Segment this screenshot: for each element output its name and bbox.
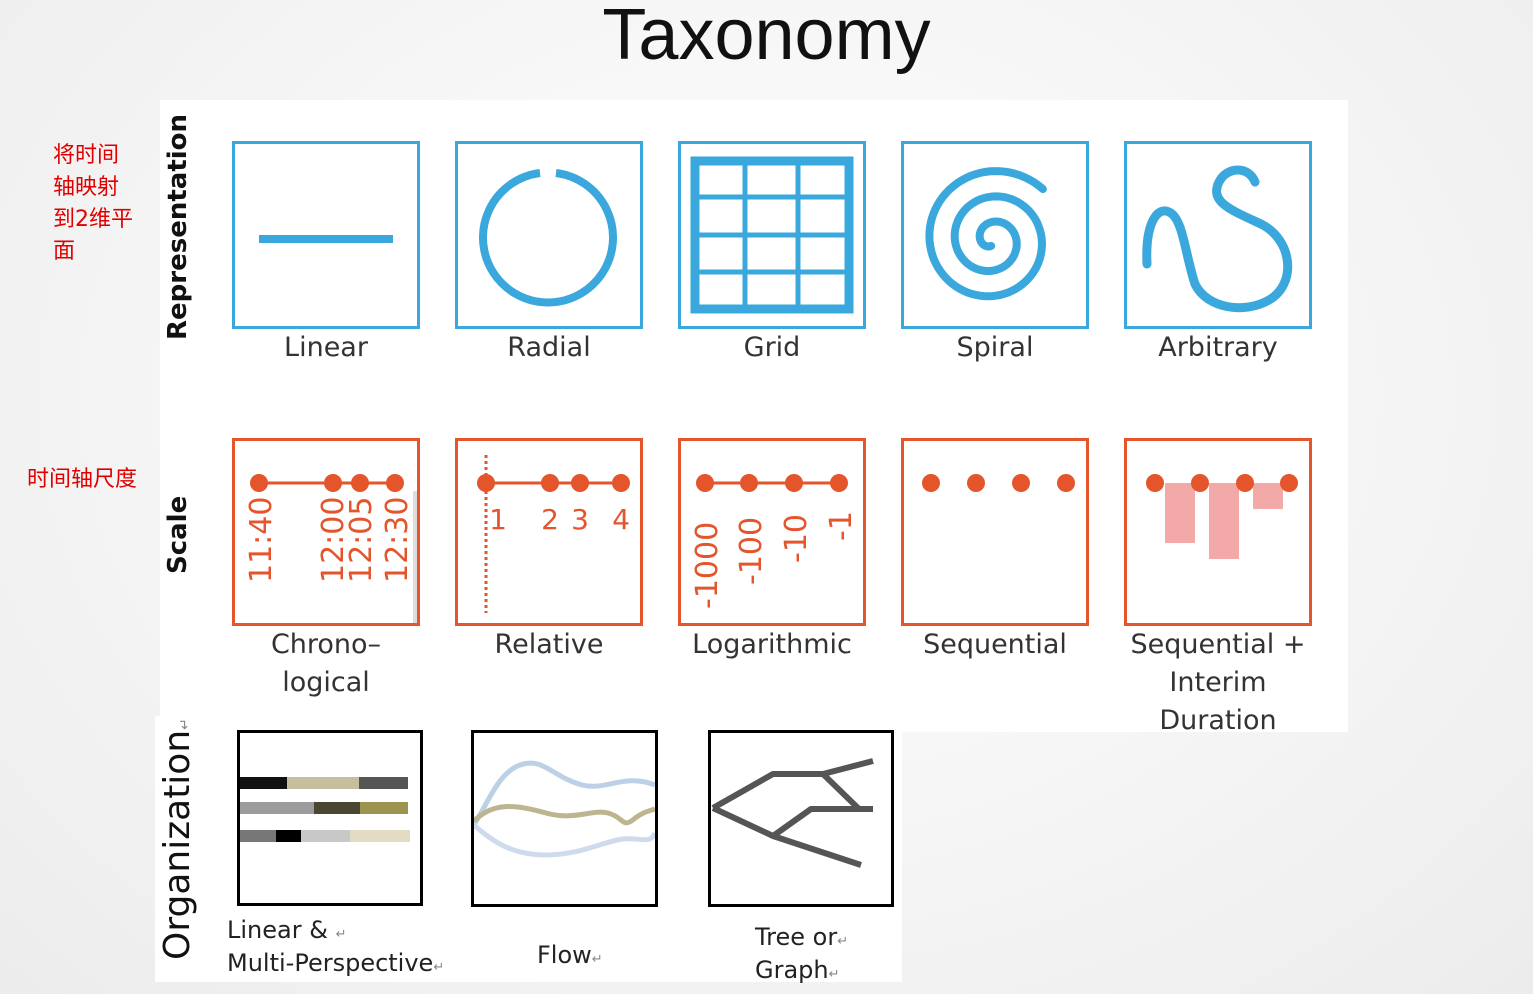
tick-label: -100: [734, 517, 769, 585]
axis-point: [1146, 474, 1164, 492]
label-line: Tree or: [755, 923, 838, 951]
label-line: Chrono–: [270, 629, 382, 660]
tick-label: 3: [571, 503, 589, 536]
axis-point: [922, 474, 940, 492]
organization-label-linear-multi-perspective: Linear & ↵ Multi-Perspective↵: [227, 916, 444, 982]
representation-tile-grid: [678, 141, 866, 329]
scale-label-sequential: Sequential: [923, 629, 1067, 660]
label-line: Duration: [1159, 705, 1277, 736]
sequential-points-icon: [922, 474, 1075, 492]
axis-point: [250, 474, 268, 492]
tick-label: 1: [489, 503, 507, 536]
organization-heading: Organization↵: [157, 718, 198, 960]
linear-line-icon: [259, 235, 393, 243]
radial-circle-icon: [479, 169, 617, 307]
scale-tile-relative: 1 2 3 4: [455, 438, 643, 626]
axis-point: [1191, 474, 1209, 492]
axis-point: [967, 474, 985, 492]
organization-label-flow: Flow↵: [537, 941, 603, 974]
organization-label-tree-graph: Tree or↵ Graph↵: [755, 923, 848, 989]
axis-point: [571, 474, 589, 492]
scale-note: 时间轴尺度: [27, 467, 138, 492]
tick-label: 12:05: [344, 497, 379, 583]
representation-label-spiral: Spiral: [956, 332, 1034, 363]
axis-point: [740, 474, 758, 492]
tree-graph-icon: [711, 758, 874, 868]
axis-point: [1280, 474, 1298, 492]
label-line: Sequential +: [1130, 629, 1306, 660]
label-line: Graph: [755, 956, 829, 984]
label-line: Flow: [537, 941, 592, 969]
relative-axis-icon: 1 2 3 4: [477, 455, 630, 613]
axis-point: [324, 474, 342, 492]
representation-note: 将时间轴映射到2维平面: [53, 143, 133, 264]
axis-point: [612, 474, 630, 492]
organization-tile-flow: [471, 730, 658, 907]
return-mark-icon: ↵: [335, 927, 347, 942]
taxonomy-panel-top: [160, 100, 1348, 732]
scale-label-relative: Relative: [494, 629, 604, 660]
sequential-duration-icon: [1146, 474, 1298, 559]
duration-bar: [1253, 483, 1283, 509]
representation-tile-spiral: [901, 141, 1089, 329]
axis-point: [1236, 474, 1254, 492]
organization-heading-text: Organization: [157, 729, 198, 960]
tick-label: -1: [824, 511, 859, 541]
tick-label: 2: [541, 503, 559, 536]
representation-heading: Representation: [163, 113, 193, 340]
organization-tile-tree-graph: [708, 730, 894, 907]
representation-tile-arbitrary: [1124, 141, 1312, 329]
flow-lines-icon: [474, 760, 655, 858]
scale-label-logarithmic: Logarithmic: [692, 629, 852, 660]
axis-point: [541, 474, 559, 492]
tick-label: 4: [612, 503, 630, 536]
axis-point: [386, 474, 404, 492]
axis-point: [785, 474, 803, 492]
scale-tile-sequential-interim-duration: [1124, 438, 1312, 626]
representation-tile-linear: [232, 141, 420, 329]
return-mark-icon: ↵: [837, 934, 849, 949]
axis-point: [351, 474, 369, 492]
representation-label-linear: Linear: [284, 332, 368, 363]
return-mark-icon: ↵: [177, 718, 193, 730]
duration-bar: [1165, 483, 1195, 543]
spiral-icon: [925, 167, 1047, 301]
tick-label: 11:40: [244, 497, 279, 583]
logarithmic-axis-icon: -1000 -100 -10 -1: [690, 474, 859, 609]
scale-tile-logarithmic: -1000 -100 -10 -1: [678, 438, 866, 626]
duration-bar: [1209, 483, 1239, 559]
label-line: Linear &: [227, 916, 328, 944]
grid-icon: [690, 156, 854, 314]
axis-point: [1057, 474, 1075, 492]
representation-tile-radial: [455, 141, 643, 329]
scale-heading: Scale: [163, 495, 193, 574]
scale-tile-sequential: [901, 438, 1089, 626]
scale-label-sequential-interim-duration: Sequential + Interim Duration: [1098, 626, 1338, 740]
scale-tile-chronological: 11:40 12:00 12:05 12:30: [232, 438, 420, 626]
tick-label: -10: [779, 514, 814, 563]
axis-point: [830, 474, 848, 492]
arbitrary-curve-icon: [1142, 165, 1293, 313]
tick-label: 12:30: [380, 497, 415, 583]
taxonomy-panel-bottom: [155, 716, 902, 982]
tick-label: -1000: [690, 522, 725, 609]
axis-point: [1012, 474, 1030, 492]
return-mark-icon: ↵: [433, 960, 445, 975]
label-line: logical: [282, 667, 370, 698]
label-line: Interim: [1169, 667, 1267, 698]
organization-tile-linear-multi-perspective: [237, 730, 423, 906]
representation-label-grid: Grid: [743, 332, 801, 363]
return-mark-icon: ↵: [828, 967, 840, 982]
chronological-axis-icon: 11:40 12:00 12:05 12:30: [244, 474, 417, 623]
representation-label-arbitrary: Arbitrary: [1158, 332, 1278, 363]
label-line: Multi-Perspective: [227, 949, 434, 977]
page-title: Taxonomy: [602, 0, 931, 75]
tick-label: 12:00: [316, 497, 351, 583]
multi-perspective-bars-icon: [240, 777, 410, 842]
representation-label-radial: Radial: [507, 332, 591, 363]
axis-point: [477, 474, 495, 492]
scale-label-chronological: Chrono– logical: [206, 626, 446, 702]
axis-point: [696, 474, 714, 492]
return-mark-icon: ↵: [591, 952, 603, 967]
